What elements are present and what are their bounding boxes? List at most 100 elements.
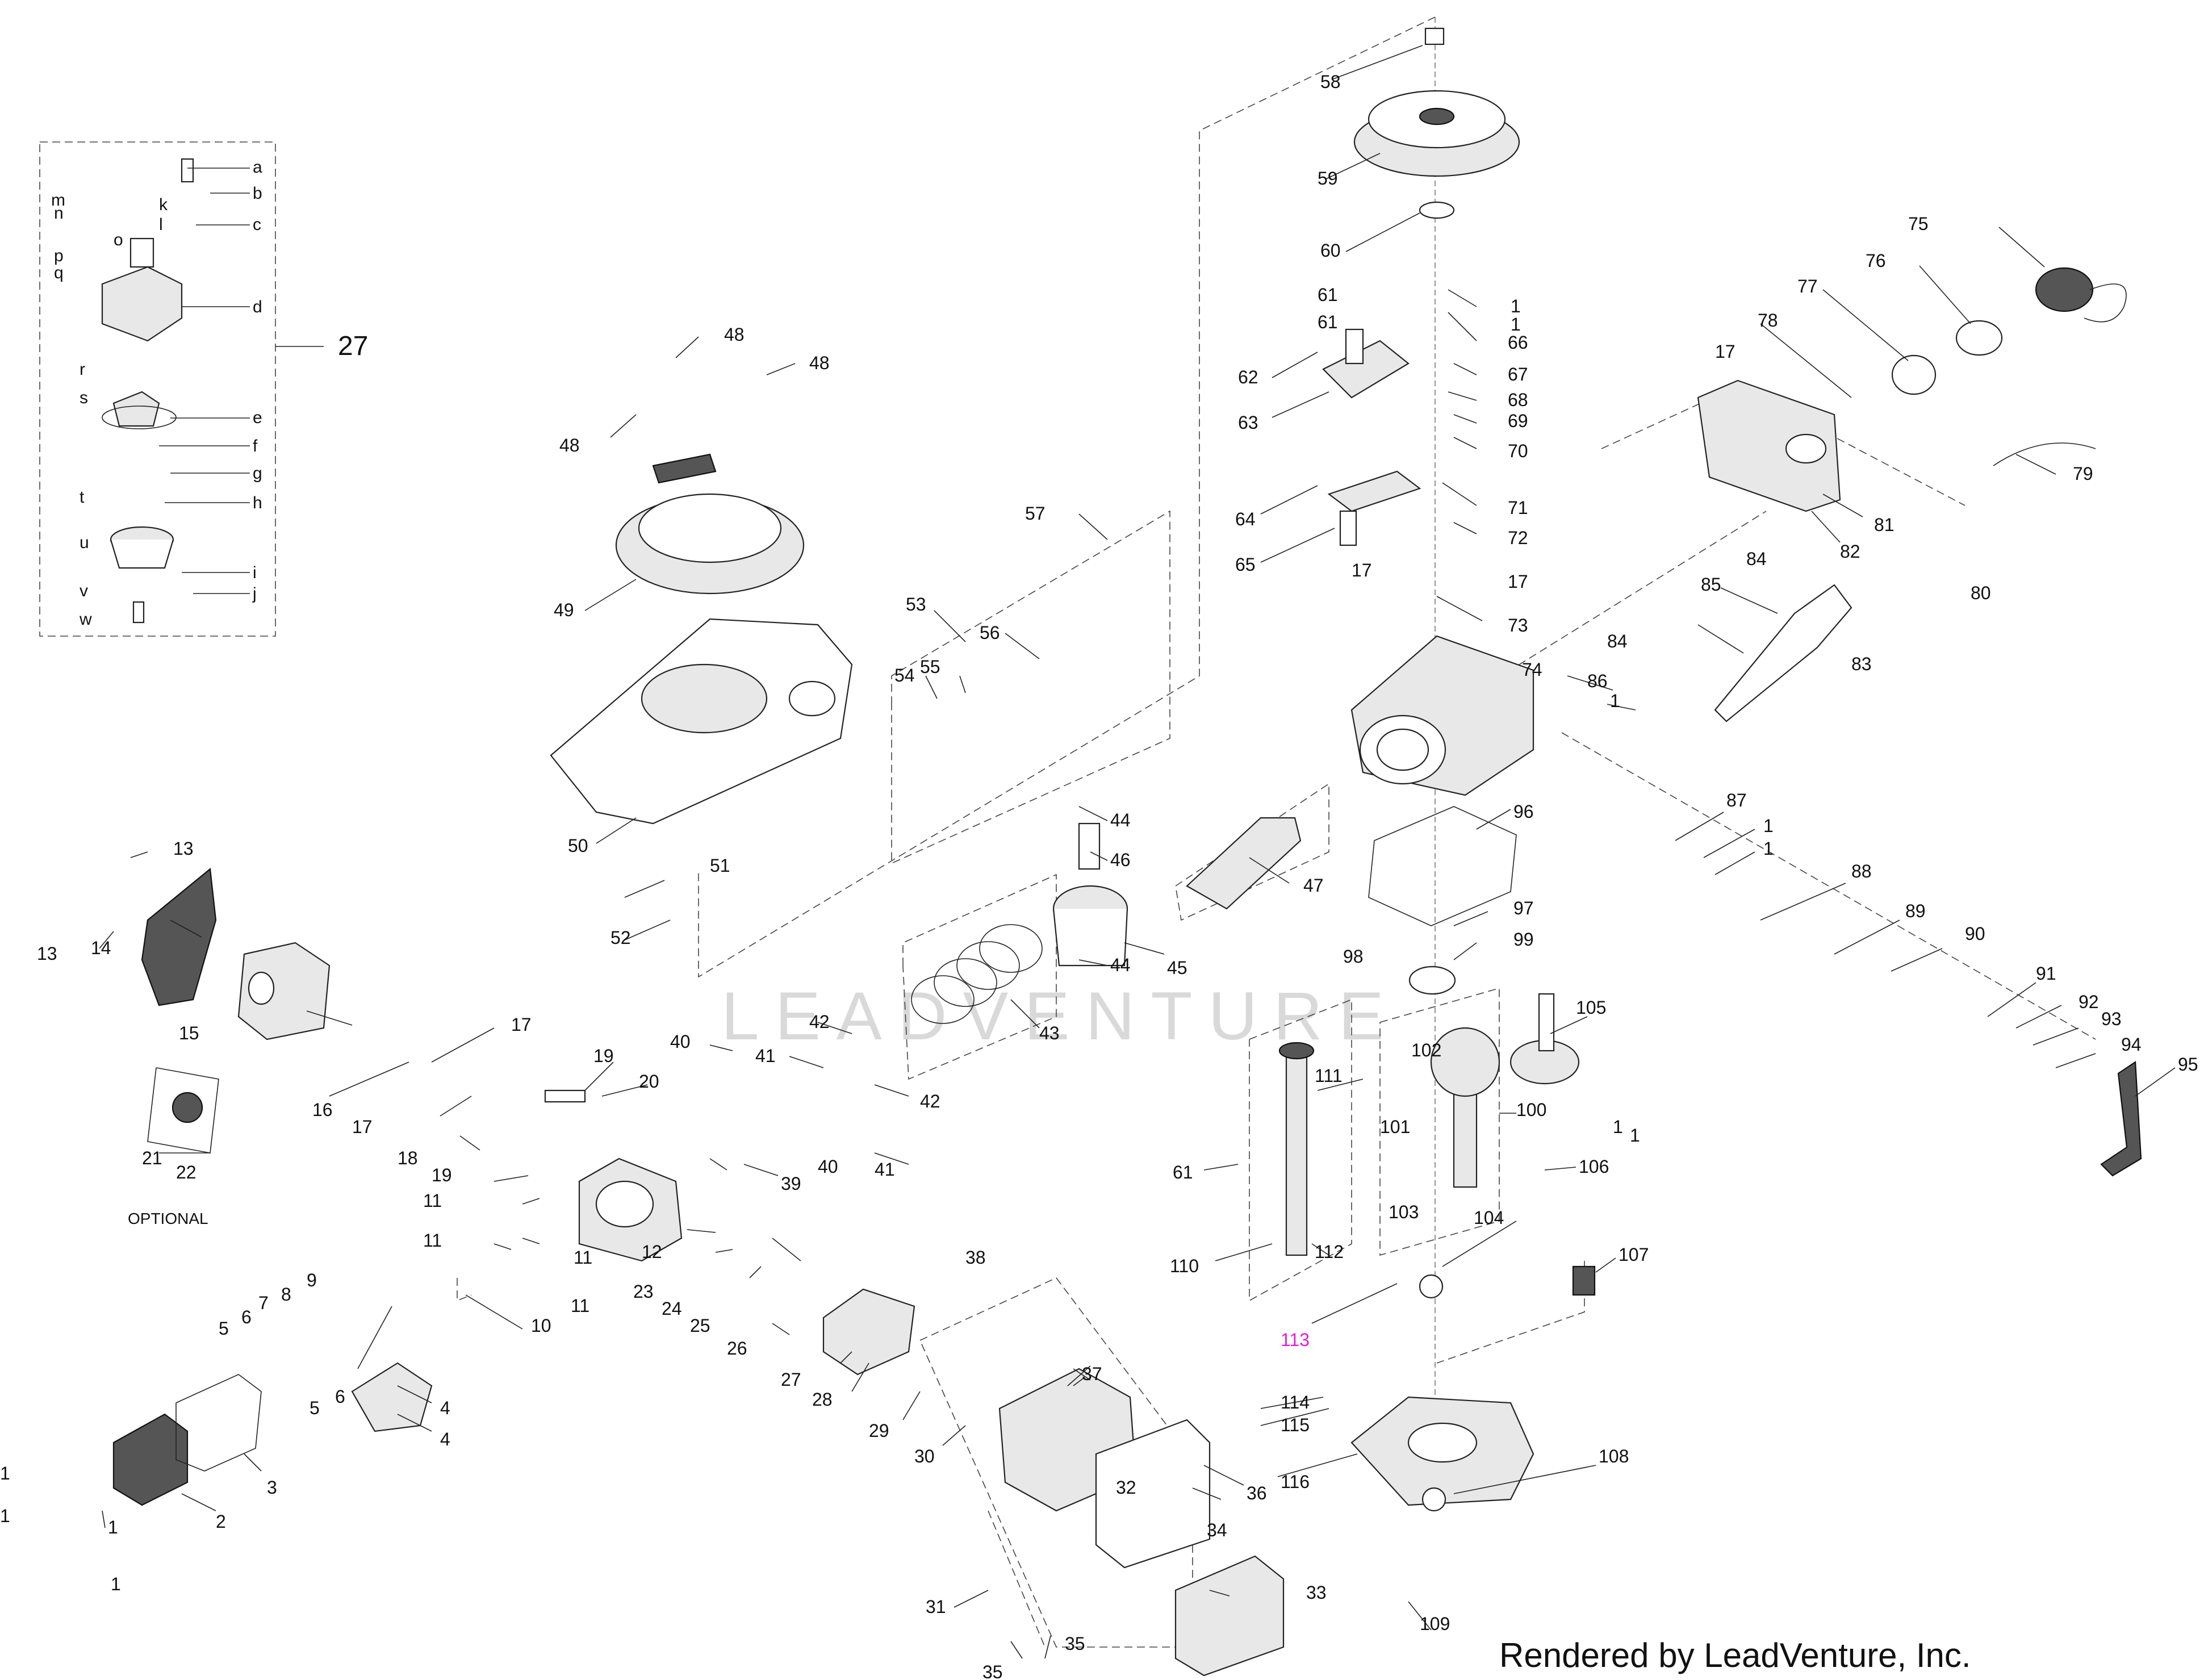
callout-60: 60 (1320, 240, 1341, 261)
callout-17b: 17 (1508, 571, 1528, 592)
callout-14: 14 (91, 938, 111, 958)
callout-115: 115 (1281, 1415, 1310, 1435)
credit-text: Rendered by LeadVenture, Inc. (1499, 1636, 1971, 1674)
cam-gear-icon (1509, 993, 1580, 1085)
callout-106: 106 (1579, 1156, 1609, 1177)
callout-94: 94 (2121, 1034, 2142, 1055)
callout-1a: 1 (1511, 296, 1521, 316)
callout-58: 58 (1320, 72, 1341, 92)
callout-114: 114 (1281, 1392, 1310, 1412)
throttle-lever-icon (2100, 1061, 2142, 1177)
callout-f: f (253, 437, 258, 455)
callout-72: 72 (1508, 528, 1528, 548)
callout-63: 63 (1238, 412, 1258, 433)
callout-g: g (253, 464, 262, 483)
callout-46: 46 (1110, 850, 1131, 870)
callout-r: r (80, 360, 85, 379)
callout-19a: 19 (593, 1046, 614, 1066)
module-107-icon (1572, 1265, 1596, 1296)
callout-56: 56 (980, 622, 1000, 643)
callout-6a: 6 (241, 1307, 252, 1327)
callout-61c: 61 (1173, 1162, 1193, 1182)
callout-62: 62 (1238, 367, 1258, 387)
callout-97: 97 (1513, 898, 1534, 918)
callout-59: 59 (1318, 168, 1338, 189)
callout-78: 78 (1758, 310, 1778, 331)
callout-17e: 17 (511, 1014, 532, 1035)
oil-fill-tube-icon (1278, 1042, 1315, 1256)
callout-15: 15 (179, 1023, 199, 1043)
callout-113: 113 (1281, 1330, 1310, 1350)
connecting-rod-icon (1186, 817, 1302, 910)
callout-112: 112 (1315, 1242, 1344, 1262)
callout-103: 103 (1389, 1202, 1419, 1222)
callout-92: 92 (2079, 992, 2099, 1012)
crankcase-gasket-icon (1368, 806, 1517, 926)
callout-13b: 13 (37, 943, 57, 964)
callout-101: 101 (1380, 1117, 1410, 1137)
callout-61b: 61 (1318, 312, 1338, 332)
callout-j: j (252, 584, 257, 603)
callout-96: 96 (1513, 801, 1534, 822)
callout-110: 110 (1170, 1256, 1199, 1276)
callout-75: 75 (1908, 214, 1929, 234)
callout-k: k (159, 195, 168, 214)
callout-76: 76 (1866, 250, 1886, 271)
callout-100: 100 (1516, 1100, 1546, 1120)
callout-6b: 6 (335, 1386, 345, 1407)
callout-82: 82 (1840, 541, 1860, 562)
callout-47: 47 (1303, 875, 1324, 896)
callout-37: 37 (1082, 1364, 1102, 1384)
callout-1h: 1 (0, 1463, 10, 1483)
callout-u: u (80, 533, 89, 552)
callout-48c: 48 (559, 435, 580, 455)
callout-51: 51 (710, 855, 730, 876)
callout-1g: 1 (1630, 1125, 1640, 1146)
callout-2: 2 (216, 1511, 226, 1532)
callout-17c: 17 (1715, 341, 1736, 362)
carburetor-icon (822, 1288, 915, 1376)
callout-b: b (253, 184, 262, 203)
callout-33: 33 (1306, 1582, 1327, 1603)
callout-99: 99 (1513, 929, 1534, 950)
callout-84b: 84 (1607, 631, 1628, 651)
oil-sump-icon (1350, 1396, 1534, 1506)
callout-53: 53 (906, 594, 926, 615)
callout-98: 98 (1343, 946, 1364, 967)
callout-11a: 11 (423, 1190, 442, 1211)
callout-93: 93 (2101, 1009, 2122, 1029)
callout-9: 9 (307, 1270, 317, 1290)
callout-a: a (253, 158, 262, 177)
callout-p: p (54, 246, 64, 265)
gasket-76-icon (1955, 320, 2003, 356)
callout-79: 79 (2073, 463, 2093, 484)
part-drawings (101, 27, 2142, 1677)
callout-e: e (253, 408, 262, 427)
watermark: LEADVENTURE (721, 978, 1400, 1054)
callout-1f: 1 (1613, 1117, 1623, 1137)
callout-34: 34 (1207, 1520, 1227, 1540)
callout-18: 18 (398, 1148, 418, 1168)
callout-4b: 4 (440, 1429, 450, 1449)
callout-13a: 13 (173, 838, 194, 859)
callout-o: o (114, 231, 123, 249)
callout-41a: 41 (755, 1046, 776, 1066)
callout-48b: 48 (809, 353, 830, 373)
piston-icon (1052, 885, 1128, 967)
callout-17a: 17 (1352, 560, 1372, 580)
callout-40a: 40 (670, 1031, 691, 1052)
fuel-hose-icon (1714, 584, 1852, 722)
flywheel-icon (1353, 27, 1520, 219)
rocker-bracket-icon (351, 1362, 433, 1432)
callout-69: 69 (1508, 411, 1528, 431)
callout-24: 24 (662, 1298, 682, 1319)
callout-35a: 35 (1065, 1633, 1085, 1654)
callout-44b: 44 (1110, 955, 1131, 975)
callout-95: 95 (2178, 1054, 2198, 1075)
callout-70: 70 (1508, 441, 1528, 461)
leader-lines (99, 45, 2176, 1659)
callout-44a: 44 (1110, 810, 1131, 830)
heat-shield-icon (141, 867, 217, 1006)
callout-11b: 11 (423, 1230, 442, 1251)
callout-i: i (253, 563, 257, 582)
